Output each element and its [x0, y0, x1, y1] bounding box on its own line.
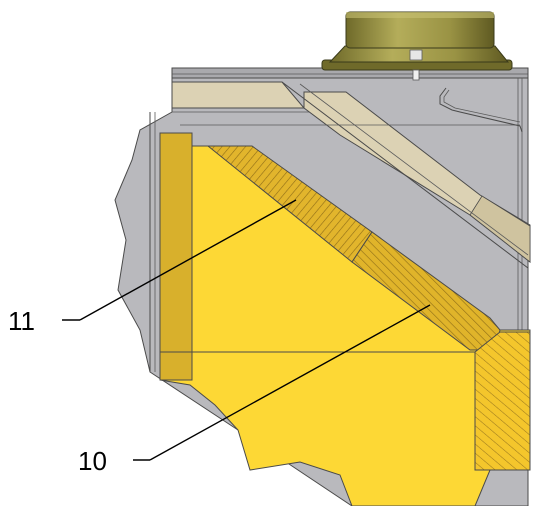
insulation-left-strip: [159, 132, 193, 381]
diagonal-wall-line-2: [299, 83, 529, 256]
hatched-block-right: [474, 331, 531, 471]
callout-label-10: 10: [78, 446, 107, 476]
callout-label-11: 11: [8, 306, 35, 336]
hatched-layer-lower: [351, 231, 501, 351]
bracket-hook: [439, 87, 523, 133]
liner-upper-left: [171, 81, 306, 109]
bracket-hook-inner: [443, 89, 521, 123]
leader-line-10: [149, 304, 431, 461]
diagonal-wall-line-1: [281, 81, 529, 269]
motor-assembly: [321, 11, 513, 81]
insulation-main: [159, 132, 531, 506]
leader-line-11: [79, 199, 297, 321]
